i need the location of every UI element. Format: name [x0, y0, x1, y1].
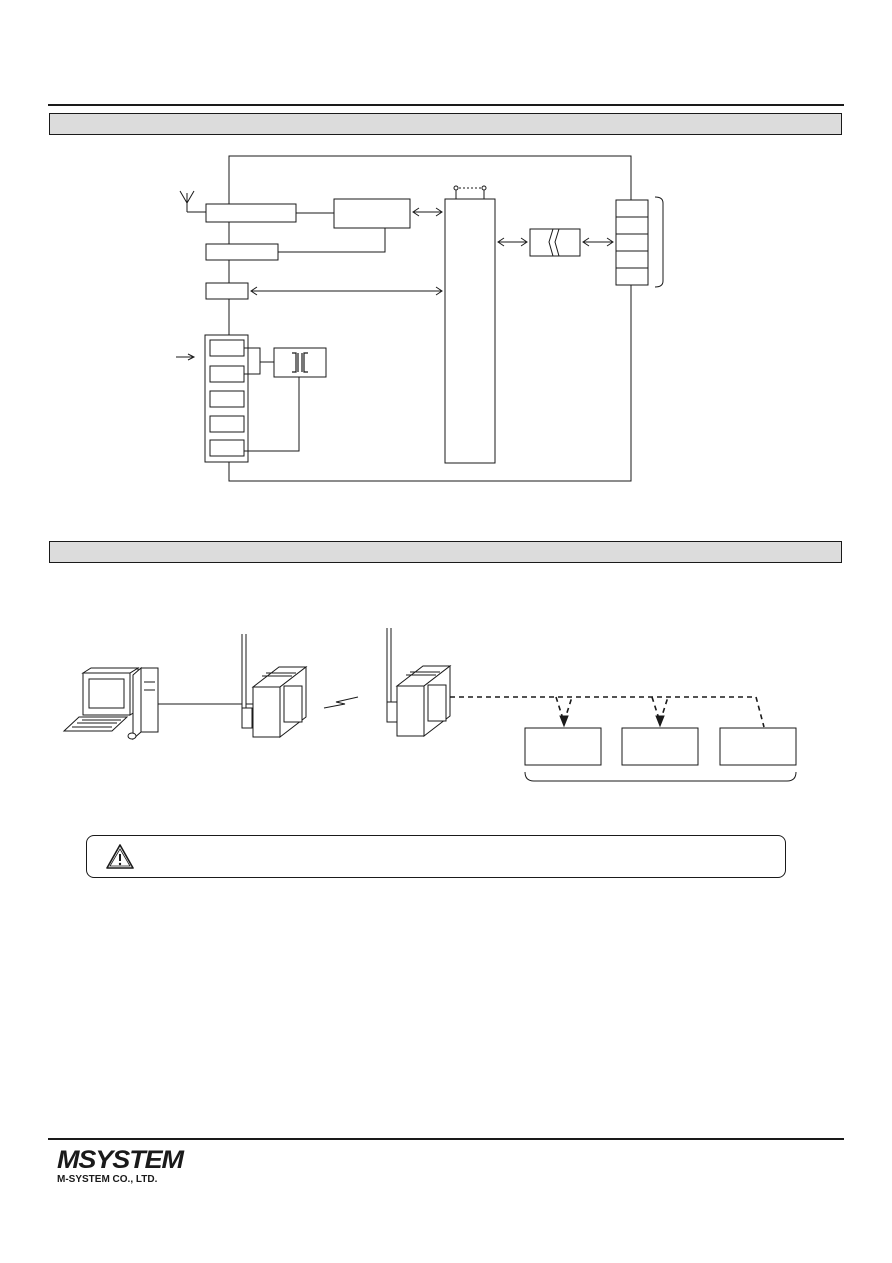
power-wire-2 [244, 362, 261, 375]
cpu-column [444, 198, 496, 464]
warning-triangle-icon [106, 844, 134, 869]
system-configuration [62, 628, 797, 782]
radio-link-icon [323, 696, 359, 709]
power-terminal-1 [209, 339, 245, 357]
enclosure-frame [228, 155, 632, 482]
transformer-symbol [292, 352, 308, 373]
arrow-isolation-terminal [582, 237, 614, 247]
device-box-3 [719, 727, 797, 766]
power-wire-ground [244, 377, 300, 452]
power-supply-block [273, 347, 327, 378]
power-terminal-5 [209, 439, 245, 457]
block-diagram [176, 155, 664, 482]
third-block [205, 282, 249, 300]
device-group-bracket [524, 771, 797, 782]
section-bar-block-diagram [49, 113, 842, 135]
arrow-center-cpu [412, 207, 443, 217]
logo-mark: MSYSTEM [57, 1146, 184, 1174]
radio-block [205, 203, 297, 223]
antenna-icon [179, 190, 206, 213]
pc-icon [62, 666, 159, 741]
device-box-1 [524, 727, 602, 766]
second-block [205, 243, 279, 261]
power-arrow [176, 353, 196, 361]
footer-rule [48, 1138, 844, 1140]
section-bar-system-config [49, 541, 842, 563]
center-module [333, 198, 411, 229]
arrowhead-2 [655, 715, 665, 728]
wireless-module-icon [241, 634, 308, 739]
terminal-bracket [654, 196, 664, 288]
power-terminal-2 [209, 365, 245, 383]
indicator-lamps [453, 185, 487, 199]
wireless-module-icon-2 [386, 628, 452, 738]
terminal-stack-right [615, 199, 649, 286]
header-rule [48, 104, 844, 106]
company-logo: MSYSTEM M-SYSTEM CO., LTD. [57, 1148, 184, 1186]
arrow-third-cpu [250, 286, 443, 296]
power-terminal-3 [209, 390, 245, 408]
caution-box [86, 835, 786, 878]
link-second-center [278, 228, 386, 253]
network-dashed-line [450, 696, 765, 728]
company-name: M-SYSTEM CO., LTD. [57, 1174, 158, 1185]
isolation-break [548, 228, 560, 257]
device-box-2 [621, 727, 699, 766]
power-terminal-4 [209, 415, 245, 433]
arrow-cpu-isolation [497, 237, 528, 247]
power-wire-1 [244, 347, 274, 363]
arrowhead-1 [559, 715, 569, 728]
